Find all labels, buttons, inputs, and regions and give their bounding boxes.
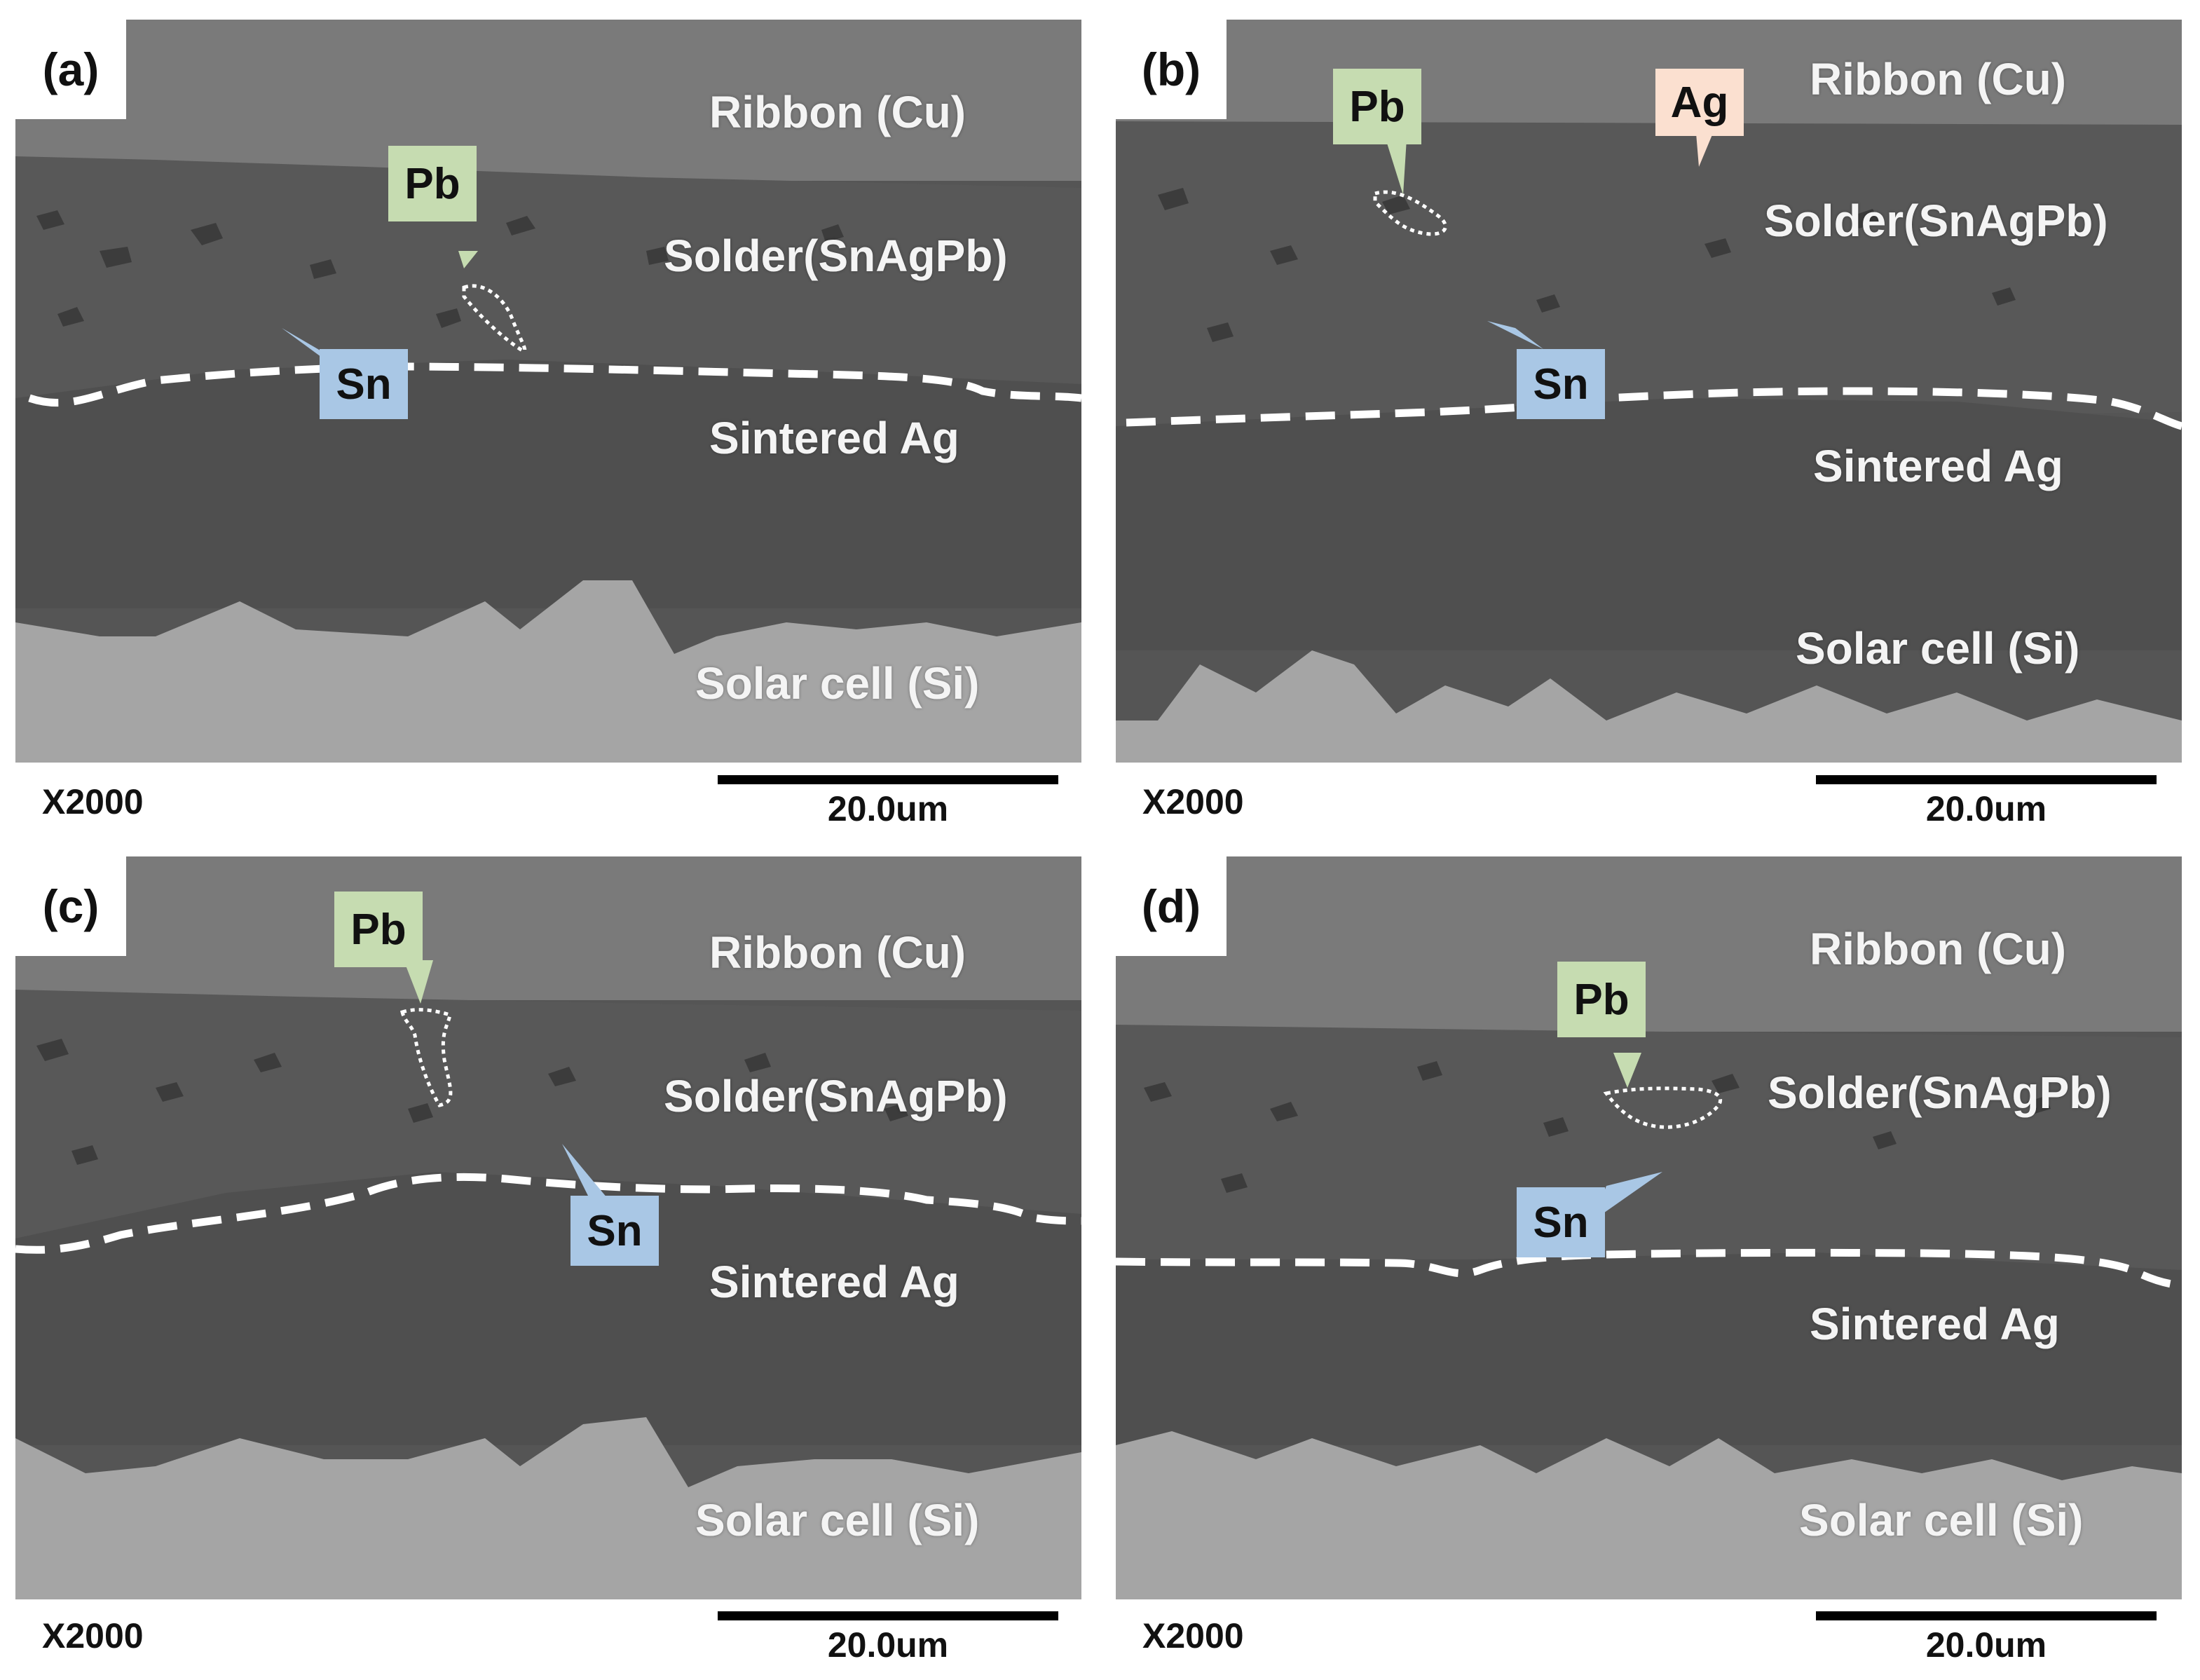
pb-callout-pointer-a (458, 251, 478, 268)
solder-region (1116, 121, 2182, 426)
pb-callout-pointer-c (404, 960, 433, 1004)
pb-outline-b (1373, 190, 1447, 236)
sintered-ag-region (15, 360, 1081, 608)
sem-panel-d: (d) Ribbon (Cu) Solder(SnAgPb) Sintered … (1116, 856, 2182, 1599)
solar-cell-si-region (1116, 1431, 2182, 1599)
scale-bar-b (1816, 775, 2157, 784)
magnification-label-d: X2000 (1142, 1616, 1244, 1655)
sem-micrograph-d (1116, 856, 2182, 1599)
pb-callout: Pb (388, 146, 477, 221)
sn-callout-pointer-d (1592, 1172, 1662, 1221)
magnification-label-a: X2000 (42, 782, 144, 821)
scale-label-c: 20.0um (827, 1625, 949, 1665)
interface-line-a (28, 362, 1081, 407)
solar-cell-si-region (15, 1417, 1081, 1599)
sem-micrograph-b (1116, 20, 2182, 763)
interface-line-b (1126, 387, 2182, 430)
scale-label-a: 20.0um (827, 789, 949, 828)
interface-line-c (15, 1173, 1081, 1254)
panel-label-c: (c) (15, 856, 126, 956)
pb-outline-c (400, 1008, 453, 1107)
panel-label-b: (b) (1116, 20, 1227, 119)
scale-bar-d (1816, 1611, 2157, 1620)
solar-cell-si-region (15, 580, 1081, 763)
pb-callout: Pb (334, 892, 423, 967)
pb-callout: Pb (1333, 69, 1421, 144)
layer-label-ribbon: Ribbon (Cu) (1810, 924, 2067, 974)
pb-callout-pointer-b (1386, 139, 1407, 195)
layer-label-sintered: Sintered Ag (709, 413, 959, 463)
scale-label-d: 20.0um (1925, 1625, 2047, 1665)
sintered-ag-region (15, 1172, 1081, 1445)
layer-label-solder: Solder(SnAgPb) (1768, 1067, 2112, 1118)
layer-label-sintered: Sintered Ag (1810, 1299, 2060, 1349)
layer-label-cell: Solar cell (Si) (695, 1495, 980, 1545)
scale-bar-c (718, 1611, 1058, 1620)
layer-label-ribbon: Ribbon (Cu) (709, 87, 966, 137)
ribbon-cu-region (1116, 856, 2182, 1032)
sn-callout: Sn (571, 1196, 659, 1266)
layer-label-ribbon: Ribbon (Cu) (709, 927, 966, 978)
sem-panel-b: (b) Ribbon (Cu) Solder(SnAgPb) Sintered … (1116, 20, 2182, 763)
sintered-ag-region (1116, 398, 2182, 650)
layer-label-solder: Solder(SnAgPb) (1764, 196, 2108, 246)
sintered-ag-region (1116, 1252, 2182, 1445)
solder-region (1116, 1025, 2182, 1270)
scale-bar-a (718, 775, 1058, 784)
sem-panel-c: (c) Ribbon (Cu) Solder(SnAgPb) Sintered … (15, 856, 1081, 1599)
magnification-label-b: X2000 (1142, 782, 1244, 821)
ag-callout-pointer-b (1696, 133, 1713, 167)
pb-callout-pointer-d (1613, 1053, 1641, 1088)
solder-region (15, 990, 1081, 1238)
dark-grains (1144, 1061, 2051, 1193)
sn-callout: Sn (1517, 1187, 1605, 1257)
layer-label-solder: Solder(SnAgPb) (664, 1071, 1008, 1121)
scale-label-b: 20.0um (1925, 789, 2047, 828)
pb-outline-a (462, 284, 527, 353)
layer-label-sintered: Sintered Ag (709, 1257, 959, 1307)
sem-micrograph-c (15, 856, 1081, 1599)
solar-cell-si-region (1116, 650, 2182, 763)
sn-callout: Sn (320, 349, 408, 419)
sn-callout-pointer-b (1487, 321, 1543, 349)
pb-outline-d (1603, 1086, 1722, 1129)
interface-line-d (1116, 1248, 2182, 1290)
layer-label-cell: Solar cell (Si) (1799, 1495, 2084, 1545)
pb-callout: Pb (1557, 962, 1646, 1037)
magnification-label-c: X2000 (42, 1616, 144, 1655)
ribbon-cu-region (1116, 20, 2182, 128)
layer-label-ribbon: Ribbon (Cu) (1810, 54, 2067, 104)
layer-label-solder: Solder(SnAgPb) (664, 231, 1008, 281)
panel-label-d: (d) (1116, 856, 1227, 956)
ribbon-cu-region (15, 856, 1081, 1000)
layer-label-sintered: Sintered Ag (1813, 441, 2063, 491)
layer-label-cell: Solar cell (Si) (695, 658, 980, 709)
sn-callout: Sn (1517, 349, 1605, 419)
solder-region (15, 156, 1081, 398)
ribbon-cu-region (15, 20, 1081, 181)
layer-label-cell: Solar cell (Si) (1796, 623, 2080, 674)
sem-panel-a: (a) Ribbon (Cu) Solder(SnAgPb) Sintered … (15, 20, 1081, 763)
ag-callout: Ag (1655, 69, 1744, 136)
panel-label-a: (a) (15, 20, 126, 119)
sem-micrograph-a (15, 20, 1081, 763)
